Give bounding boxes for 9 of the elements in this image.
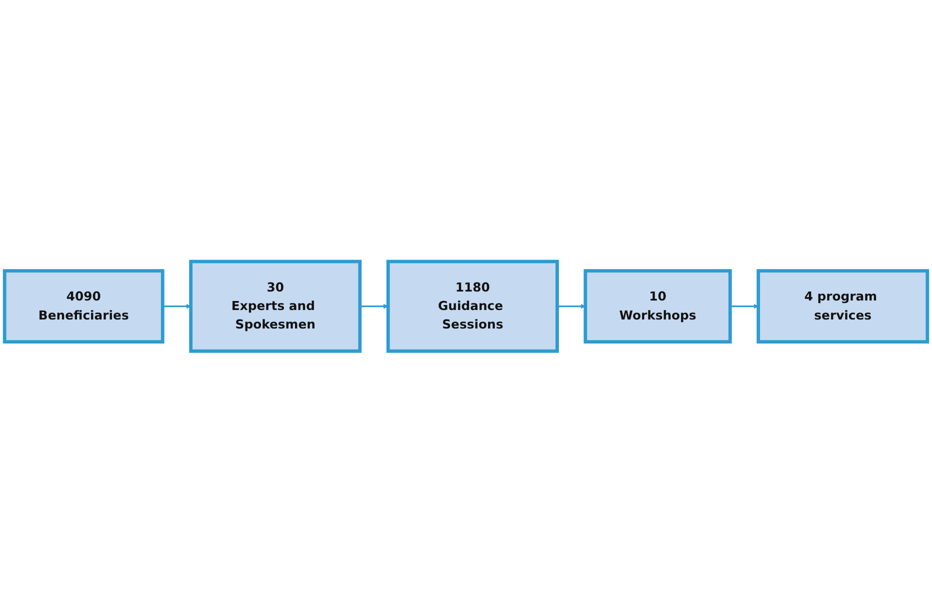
node-box: 30 Experts and Spokesmen [189, 260, 362, 353]
arrow [360, 304, 388, 309]
arrow [162, 304, 192, 309]
arrow [557, 304, 586, 309]
node-box: 4 program services [756, 269, 930, 344]
node-box: 1180 Guidance Sessions [386, 260, 559, 353]
node-box: 4090 Beneficiaries [2, 269, 164, 344]
arrow [730, 304, 759, 309]
node-box: 10 Workshops [584, 269, 732, 344]
